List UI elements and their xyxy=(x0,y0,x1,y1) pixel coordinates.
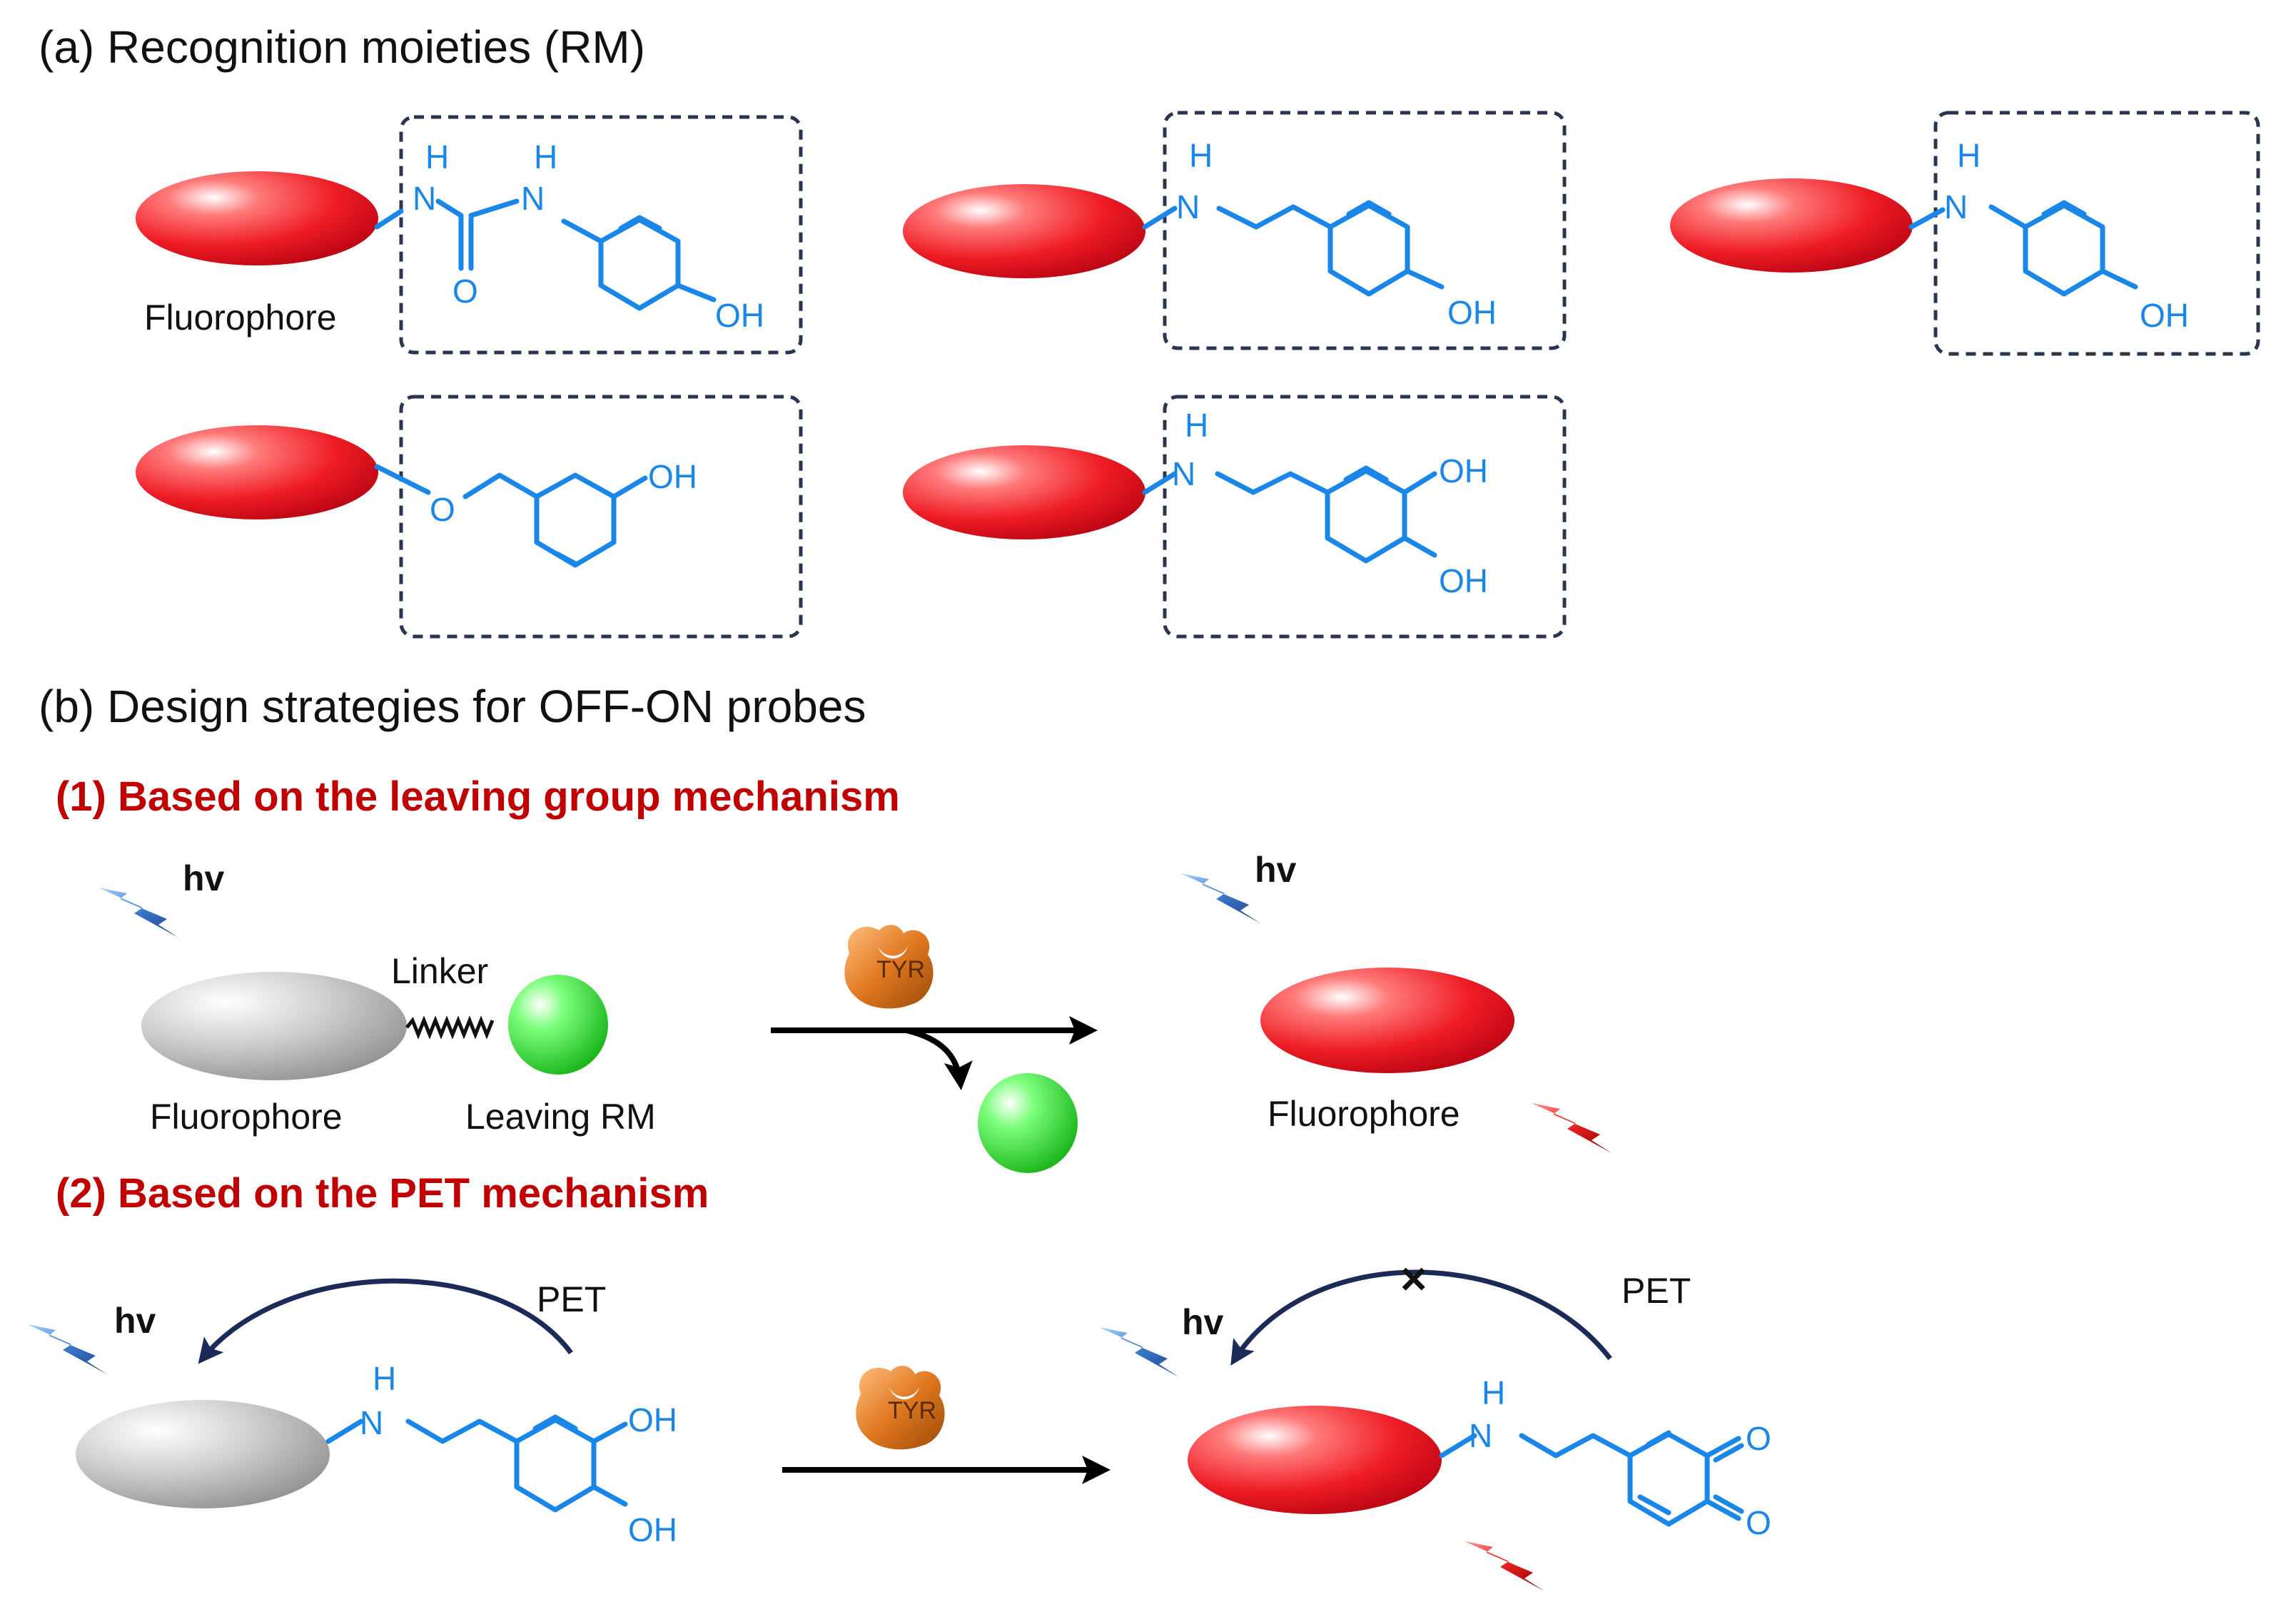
rm-dashed-box xyxy=(1163,395,1567,639)
released-leaving-group-sphere xyxy=(978,1073,1078,1173)
svg-text:OH: OH xyxy=(628,1511,677,1548)
light-label: hv xyxy=(1255,850,1297,890)
linker-zigzag xyxy=(405,1015,495,1040)
pet-label: PET xyxy=(1622,1271,1691,1311)
section-a-title: (a) Recognition moieties (RM) xyxy=(39,21,645,73)
fluorophore-right-label: Fluorophore xyxy=(1268,1094,1460,1134)
rm-dashed-box xyxy=(1163,111,1567,350)
svg-text:H: H xyxy=(1482,1374,1505,1411)
svg-text:N: N xyxy=(1176,188,1200,225)
release-arrow xyxy=(906,1027,973,1090)
svg-text:H: H xyxy=(425,138,449,176)
svg-text:O: O xyxy=(1746,1504,1771,1541)
rm-structure-dopamine: H N OH OH xyxy=(903,395,1567,639)
rm-structure-tyramine: H N OH xyxy=(903,111,1567,350)
fluorophore-ellipse-off xyxy=(141,972,407,1080)
lightning-bolt-icon xyxy=(1180,873,1260,923)
lightning-bolt-icon xyxy=(1099,1327,1179,1377)
mechanism-1-title: (1) Based on the leaving group mechanism xyxy=(56,773,900,820)
lightning-bolt-icon xyxy=(98,888,178,938)
rm-structure-urea: H N O H N OH Fluorophore xyxy=(136,115,803,355)
emission-bolt-icon xyxy=(1465,1541,1544,1591)
emission-bolt-icon xyxy=(1532,1103,1612,1153)
svg-text:OH: OH xyxy=(1439,562,1488,599)
fluorophore-ellipse-on xyxy=(1260,968,1514,1073)
svg-text:OH: OH xyxy=(628,1401,677,1438)
section-b-title: (b) Design strategies for OFF-ON probes xyxy=(39,681,866,732)
svg-text:H: H xyxy=(534,138,557,176)
svg-text:N: N xyxy=(1172,455,1195,492)
light-label: hv xyxy=(183,858,225,898)
enzyme-label: TYR xyxy=(876,956,925,983)
fluorophore-ellipse-on xyxy=(903,445,1145,539)
enzyme-label: TYR xyxy=(888,1397,936,1424)
svg-text:OH: OH xyxy=(2140,297,2189,334)
svg-text:H: H xyxy=(1185,407,1208,444)
rm-structure-benzyl-ether: O OH xyxy=(136,395,803,639)
svg-text:N: N xyxy=(360,1404,383,1441)
svg-text:N: N xyxy=(413,180,436,217)
svg-text:OH: OH xyxy=(648,458,697,495)
svg-text:O: O xyxy=(430,491,455,528)
dopaquinone-rm: H N O O xyxy=(1439,1374,1771,1541)
leaving-rm-label: Leaving RM xyxy=(465,1097,656,1137)
svg-text:H: H xyxy=(373,1360,396,1397)
svg-text:OH: OH xyxy=(1447,294,1497,331)
svg-text:OH: OH xyxy=(1439,452,1488,489)
fluorophore-ellipse-on xyxy=(1670,178,1913,273)
light-label: hv xyxy=(114,1301,156,1341)
leaving-group-sphere xyxy=(508,975,608,1075)
lightning-bolt-icon xyxy=(27,1324,107,1374)
pet-arrow xyxy=(198,1278,573,1364)
linker-label: Linker xyxy=(391,951,488,991)
svg-text:OH: OH xyxy=(715,297,764,334)
mechanism-2-title: (2) Based on the PET mechanism xyxy=(56,1170,709,1217)
fluorophore-ellipse-on xyxy=(136,425,378,519)
blocked-mark: × xyxy=(1400,1253,1427,1304)
pet-label: PET xyxy=(537,1279,606,1319)
svg-text:N: N xyxy=(1469,1417,1492,1454)
svg-text:O: O xyxy=(452,273,478,310)
fluorophore-ellipse-on xyxy=(136,171,378,265)
svg-text:H: H xyxy=(1189,137,1213,174)
fluorophore-label: Fluorophore xyxy=(144,298,337,338)
rm-structure-aminophenol: H N OH xyxy=(1670,111,2260,356)
svg-text:N: N xyxy=(1944,188,1968,225)
dopamine-rm: H N OH OH xyxy=(325,1360,677,1548)
rm-dashed-box xyxy=(1933,111,2260,356)
rm-dashed-box xyxy=(399,115,803,355)
light-label: hv xyxy=(1182,1302,1224,1342)
svg-text:H: H xyxy=(1957,137,1981,174)
fluorophore-left-label: Fluorophore xyxy=(150,1097,343,1137)
fluorophore-ellipse-on xyxy=(1188,1406,1442,1514)
fluorophore-ellipse-on xyxy=(903,184,1145,278)
fluorophore-ellipse-off xyxy=(76,1400,330,1508)
svg-text:O: O xyxy=(1746,1420,1771,1457)
rm-dashed-box xyxy=(399,395,803,639)
svg-text:N: N xyxy=(521,180,545,217)
blocked-pet-arrow xyxy=(1230,1269,1612,1366)
